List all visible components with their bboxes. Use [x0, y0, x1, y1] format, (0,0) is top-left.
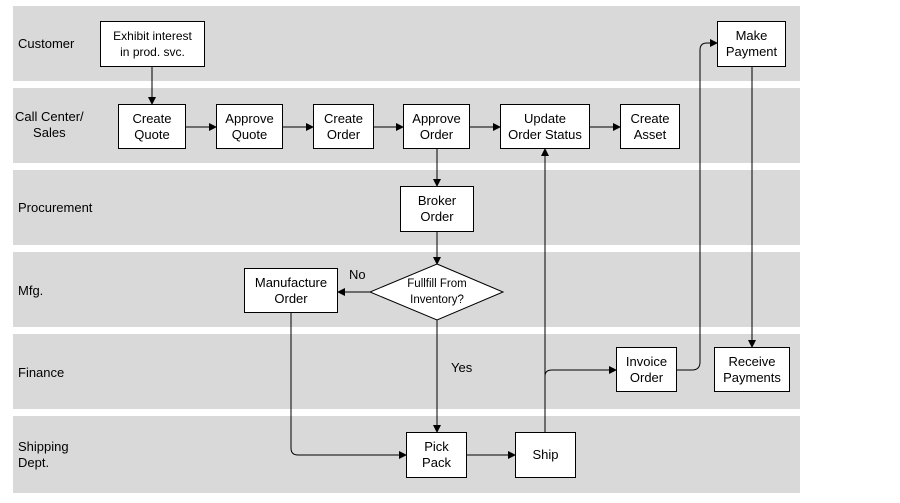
edge-ship-to-invoice	[544, 366, 617, 377]
lane-label-call-center: Call Center/ Sales	[15, 109, 84, 140]
lane-label-customer: Customer	[18, 36, 75, 51]
lane-label-mfg: Mfg.	[18, 283, 44, 298]
lane-label-shipping: Shipping Dept.	[18, 439, 69, 470]
node-approve-order: Approve Order	[403, 104, 470, 149]
node-create-asset: Create Asset	[620, 104, 680, 149]
node-create-order: Create Order	[313, 104, 374, 149]
node-create-quote: Create Quote	[118, 104, 186, 149]
lane-label-procurement: Procurement	[18, 200, 93, 215]
edge-label-yes: Yes	[451, 360, 473, 375]
decision-diamond	[368, 263, 505, 321]
node-approve-quote: Approve Quote	[216, 104, 283, 149]
node-update-order-status: Update Order Status	[500, 104, 590, 149]
node-receive-payments: Receive Payments	[714, 347, 790, 392]
node-invoice-order: Invoice Order	[616, 347, 677, 392]
lane-label-finance: Finance	[18, 365, 65, 380]
node-make-payment: Make Payment	[717, 21, 786, 67]
node-broker-order: Broker Order	[400, 186, 474, 232]
decision-label: Fullfill From Inventory?	[407, 278, 467, 306]
edge-label-no: No	[349, 267, 366, 282]
node-exhibit-interest: Exhibit interest in prod. svc.	[100, 21, 205, 67]
node-pick-pack: Pick Pack	[406, 432, 467, 478]
edge-manufacture-to-pickpack	[290, 313, 407, 459]
edge-invoice-to-payment	[677, 39, 718, 371]
node-ship: Ship	[515, 432, 576, 478]
node-manufacture-order: Manufacture Order	[244, 268, 338, 313]
